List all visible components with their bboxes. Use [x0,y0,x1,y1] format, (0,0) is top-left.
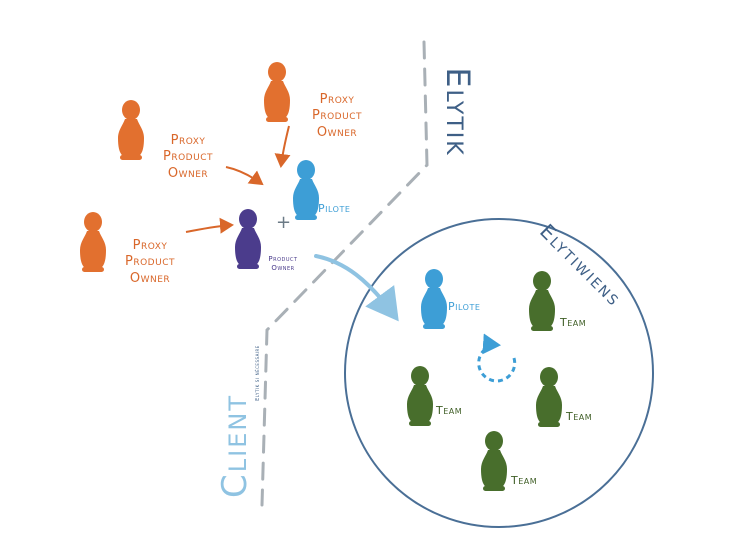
pilote-outside-label: Pilote [318,202,351,215]
arrow-ppo-top [274,125,291,168]
ppo-top-pawn [264,62,290,122]
elytiwiens-circle [344,218,654,528]
zone-elytik-label: Elytik [439,67,477,157]
cycle-arrow [477,333,517,383]
product-owner-pawn [235,209,261,269]
ppo-middle-pawn [118,100,144,160]
arrow-pilote-in [314,254,399,322]
product-owner-label: Product Owner [268,255,298,272]
plus-sign: + [276,212,292,233]
team-4-pawn [481,431,507,491]
team-2-pawn [407,366,433,426]
zone-client-label: Client [215,394,255,498]
zone-client-note: Elytik si nécessaire [255,345,261,401]
team-3-label: Team [566,410,593,423]
team-3-pawn [536,367,562,427]
arrow-ppo-bottom [185,217,234,234]
arrow-ppo-middle [225,166,264,186]
team-1-label: Team [560,316,587,329]
pilote-outside-pawn [293,160,319,220]
ppo-bottom-pawn [80,212,106,272]
team-1-pawn [529,271,555,331]
ppo-top-label: Proxy Product Owner [312,92,362,140]
team-4-label: Team [511,474,538,487]
team-2-label: Team [436,404,463,417]
boundary-line [260,40,429,507]
pilote-inside-pawn [421,269,447,329]
ppo-middle-label: Proxy Product Owner [163,133,213,181]
pilote-inside-label: Pilote [448,300,481,313]
ppo-bottom-label: Proxy Product Owner [125,238,175,286]
